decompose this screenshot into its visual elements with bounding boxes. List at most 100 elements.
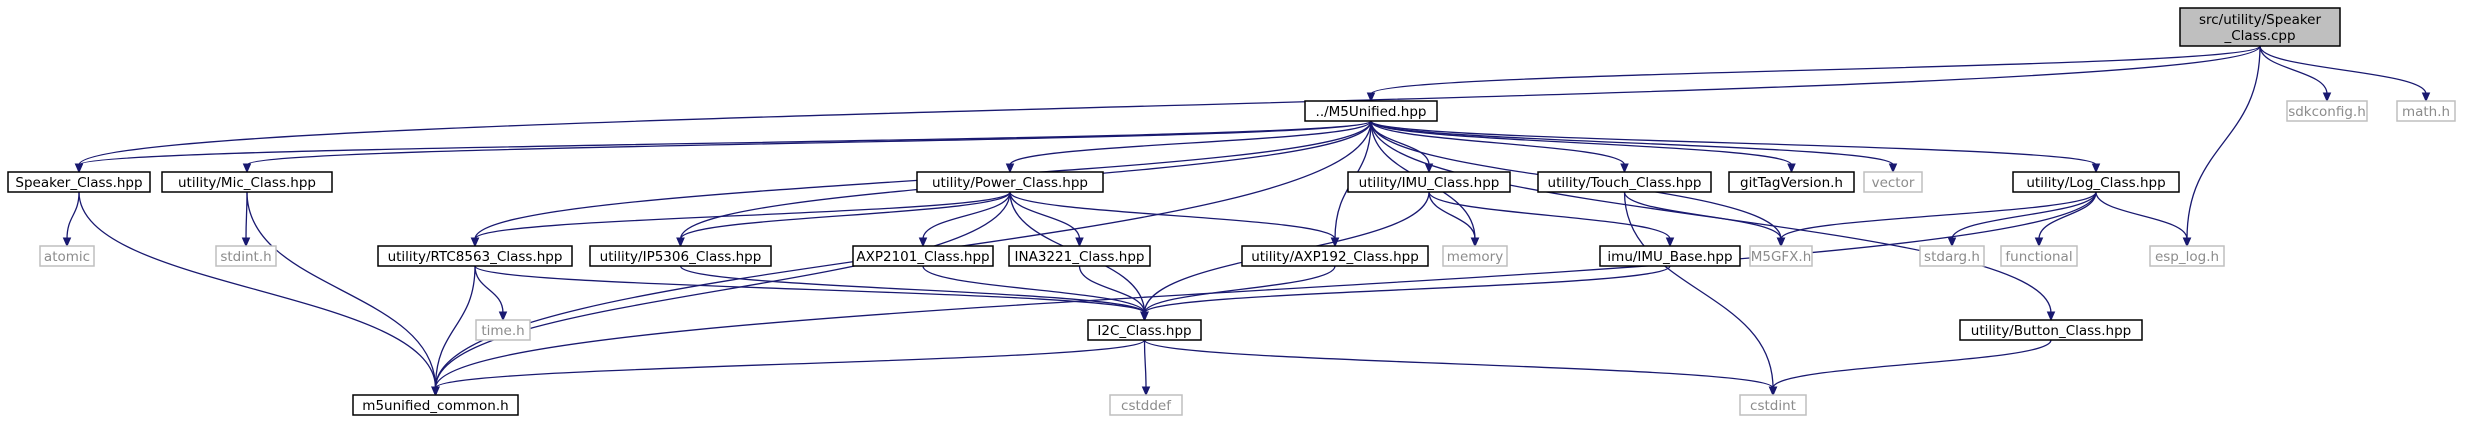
node-box <box>1347 171 1511 193</box>
node-ina3221[interactable]: INA3221_Class.hpp <box>1008 245 1151 267</box>
node-label: stdarg.h <box>1924 249 1980 265</box>
edge-axp2101-to-i2c_class <box>922 265 1146 314</box>
edge-m5unified-to-speaker_class <box>78 120 1372 166</box>
node-box <box>161 171 333 193</box>
node-atomic: atomic <box>39 245 95 267</box>
node-touch-class[interactable]: utility/Touch_Class.hpp <box>1537 171 1712 193</box>
node-gittag[interactable]: gitTagVersion.h <box>1728 171 1855 193</box>
node-cstddef: cstddef <box>1109 394 1183 416</box>
edge-m5unified-to-vector <box>1370 120 1894 166</box>
node-box <box>377 245 573 267</box>
node-box <box>39 245 95 267</box>
arrowhead-m5unified-to-power_class <box>1005 163 1015 174</box>
edge-log_class-to-functional <box>2038 191 2097 240</box>
edge-mic_class-to-m5unified_common <box>246 191 437 389</box>
node-ip5306[interactable]: utility/IP5306_Class.hpp <box>589 245 772 267</box>
edge-log_class-to-m5gfx <box>1780 191 2097 240</box>
node-label: utility/AXP192_Class.hpp <box>1251 249 1419 265</box>
node-power-class[interactable]: utility/Power_Class.hpp <box>916 171 1104 193</box>
node-label: atomic <box>44 249 90 265</box>
edge-power_class-to-ip5306 <box>679 191 1011 240</box>
edge-imu_base-to-i2c_class <box>1143 265 1671 314</box>
edge-m5unified-to-touch_class <box>1370 120 1626 166</box>
arrowhead-imu_class-to-memory <box>1470 237 1480 248</box>
node-box <box>589 245 772 267</box>
node-box <box>1749 245 1813 267</box>
node-label: utility/IP5306_Class.hpp <box>600 249 762 265</box>
edge-root-to-math <box>2259 45 2427 95</box>
arrowhead-m5unified-to-vector <box>1888 163 1898 174</box>
arrowhead-i2c_class-to-m5unified_common <box>431 386 440 397</box>
arrowhead-m5unified-to-button_class <box>2046 311 2056 322</box>
edge-log_class-to-esp_log <box>2095 191 2188 240</box>
edge-m5unified-to-log_class <box>1370 120 2097 166</box>
node-imu-base[interactable]: imu/IMU_Base.hpp <box>1599 245 1741 267</box>
edge-i2c_class-to-m5unified_common <box>434 339 1146 389</box>
node-sdkconfig: sdkconfig.h <box>2286 100 2368 122</box>
node-box <box>215 245 277 267</box>
arrowhead-power_class-to-ina3221 <box>1075 237 1084 248</box>
node-label: utility/IMU_Class.hpp <box>1359 175 1500 191</box>
node-button-class[interactable]: utility/Button_Class.hpp <box>1959 319 2143 341</box>
node-box <box>7 171 151 193</box>
node-root: src/utility/Speaker_Class.cpp <box>2179 7 2341 47</box>
arrowhead-i2c_class-to-cstddef <box>1141 386 1151 397</box>
edge-power_class-to-m5unified_common <box>434 191 1011 389</box>
node-vector: vector <box>1863 171 1923 193</box>
node-box <box>1241 245 1429 267</box>
edge-button_class-to-cstdint <box>1772 339 2052 389</box>
node-box <box>2396 100 2456 122</box>
node-box <box>1599 245 1741 267</box>
node-functional: functional <box>2000 245 2078 267</box>
node-box <box>1919 245 1985 267</box>
node-box <box>2286 100 2368 122</box>
arrowhead-button_class-to-cstdint <box>1768 386 1778 397</box>
node-axp192[interactable]: utility/AXP192_Class.hpp <box>1241 245 1429 267</box>
arrowhead-root-to-sdkconfig <box>2322 92 2332 103</box>
node-box <box>2179 7 2341 47</box>
arrowhead-root-to-math <box>2421 92 2431 103</box>
node-cstdint: cstdint <box>1739 394 1807 416</box>
node-box <box>2000 245 2078 267</box>
edge-speaker_class-to-m5unified_common <box>78 191 437 389</box>
node-box <box>2012 171 2180 193</box>
arrowhead-log_class-to-stdarg <box>1947 237 1957 248</box>
node-label: M5GFX.h <box>1751 249 1812 265</box>
edge-ip5306-to-i2c_class <box>679 265 1146 314</box>
node-log-class[interactable]: utility/Log_Class.hpp <box>2012 171 2180 193</box>
node-m5gfx: M5GFX.h <box>1749 245 1813 267</box>
node-speaker-class[interactable]: Speaker_Class.hpp <box>7 171 151 193</box>
node-m5unified[interactable]: ../M5Unified.hpp <box>1304 100 1438 122</box>
edge-root-to-m5unified <box>1370 45 2261 95</box>
node-label: Speaker_Class.hpp <box>15 175 142 191</box>
edge-power_class-to-rtc8563 <box>474 191 1011 240</box>
edge-speaker_class-to-atomic <box>66 191 80 240</box>
node-stdint: stdint.h <box>215 245 277 267</box>
node-axp2101[interactable]: AXP2101_Class.hpp <box>852 245 994 267</box>
node-label: gitTagVersion.h <box>1740 175 1843 191</box>
node-memory: memory <box>1442 245 1508 267</box>
node-box <box>1442 245 1508 267</box>
node-m5unified-common[interactable]: m5unified_common.h <box>352 394 519 416</box>
edge-i2c_class-to-cstdint <box>1143 339 1774 389</box>
edge-axp192-to-i2c_class <box>1143 265 1336 314</box>
edge-imu_class-to-memory <box>1428 191 1476 240</box>
edge-i2c_class-to-cstddef <box>1143 339 1147 389</box>
node-label: memory <box>1447 249 1503 265</box>
node-box <box>2149 245 2225 267</box>
node-imu-class[interactable]: utility/IMU_Class.hpp <box>1347 171 1511 193</box>
arrowhead-rtc8563-to-time <box>498 311 508 322</box>
node-stdarg: stdarg.h <box>1919 245 1985 267</box>
node-label: esp_log.h <box>2155 249 2219 265</box>
node-i2c-class[interactable]: I2C_Class.hpp <box>1087 319 1202 341</box>
arrowhead-m5unified-to-speaker_class <box>74 163 84 174</box>
node-box <box>1959 319 2143 341</box>
node-rtc8563[interactable]: utility/RTC8563_Class.hpp <box>377 245 573 267</box>
node-label: vector <box>1872 175 1915 191</box>
edge-log_class-to-stdarg <box>1951 191 2097 240</box>
arrowhead-imu_base-to-i2c_class <box>1140 311 1149 322</box>
node-mic-class[interactable]: utility/Mic_Class.hpp <box>161 171 333 193</box>
arrowhead-m5unified-to-touch_class <box>1620 163 1629 174</box>
node-label: sdkconfig.h <box>2288 104 2366 120</box>
